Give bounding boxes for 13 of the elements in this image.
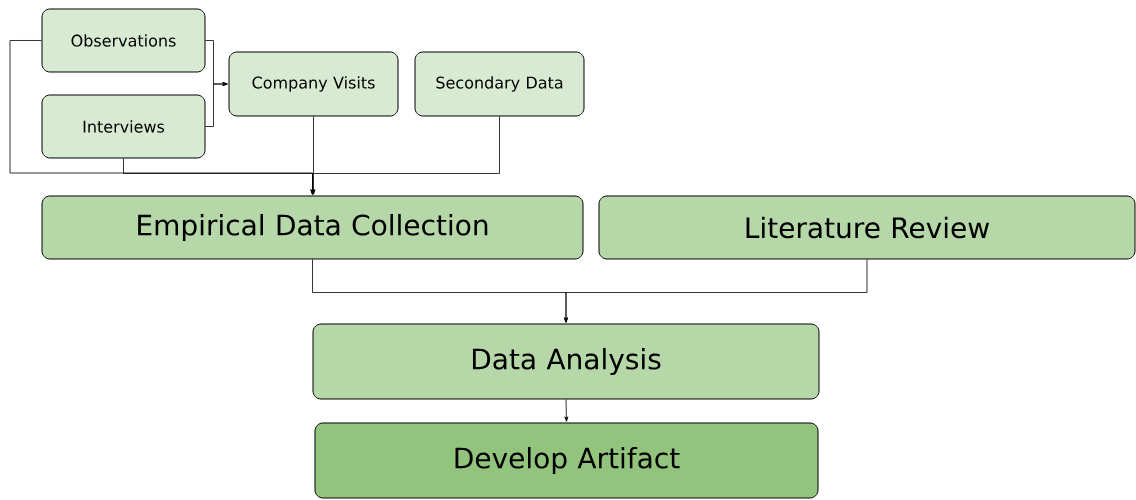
process-box: Data Analysis (312, 323, 820, 400)
process-box: Empirical Data Collection (41, 195, 584, 260)
arrow (310, 116, 500, 195)
process-box: Observations (41, 8, 206, 73)
arrow (311, 116, 316, 195)
arrow (205, 81, 228, 127)
arrow (564, 259, 868, 323)
process-box: Interviews (41, 94, 206, 159)
arrow (564, 399, 569, 422)
process-box: Company Visits (228, 51, 399, 117)
process-box: Literature Review (598, 195, 1136, 260)
process-box: Secondary Data (414, 51, 585, 117)
process-box: Develop Artifact (314, 422, 819, 499)
